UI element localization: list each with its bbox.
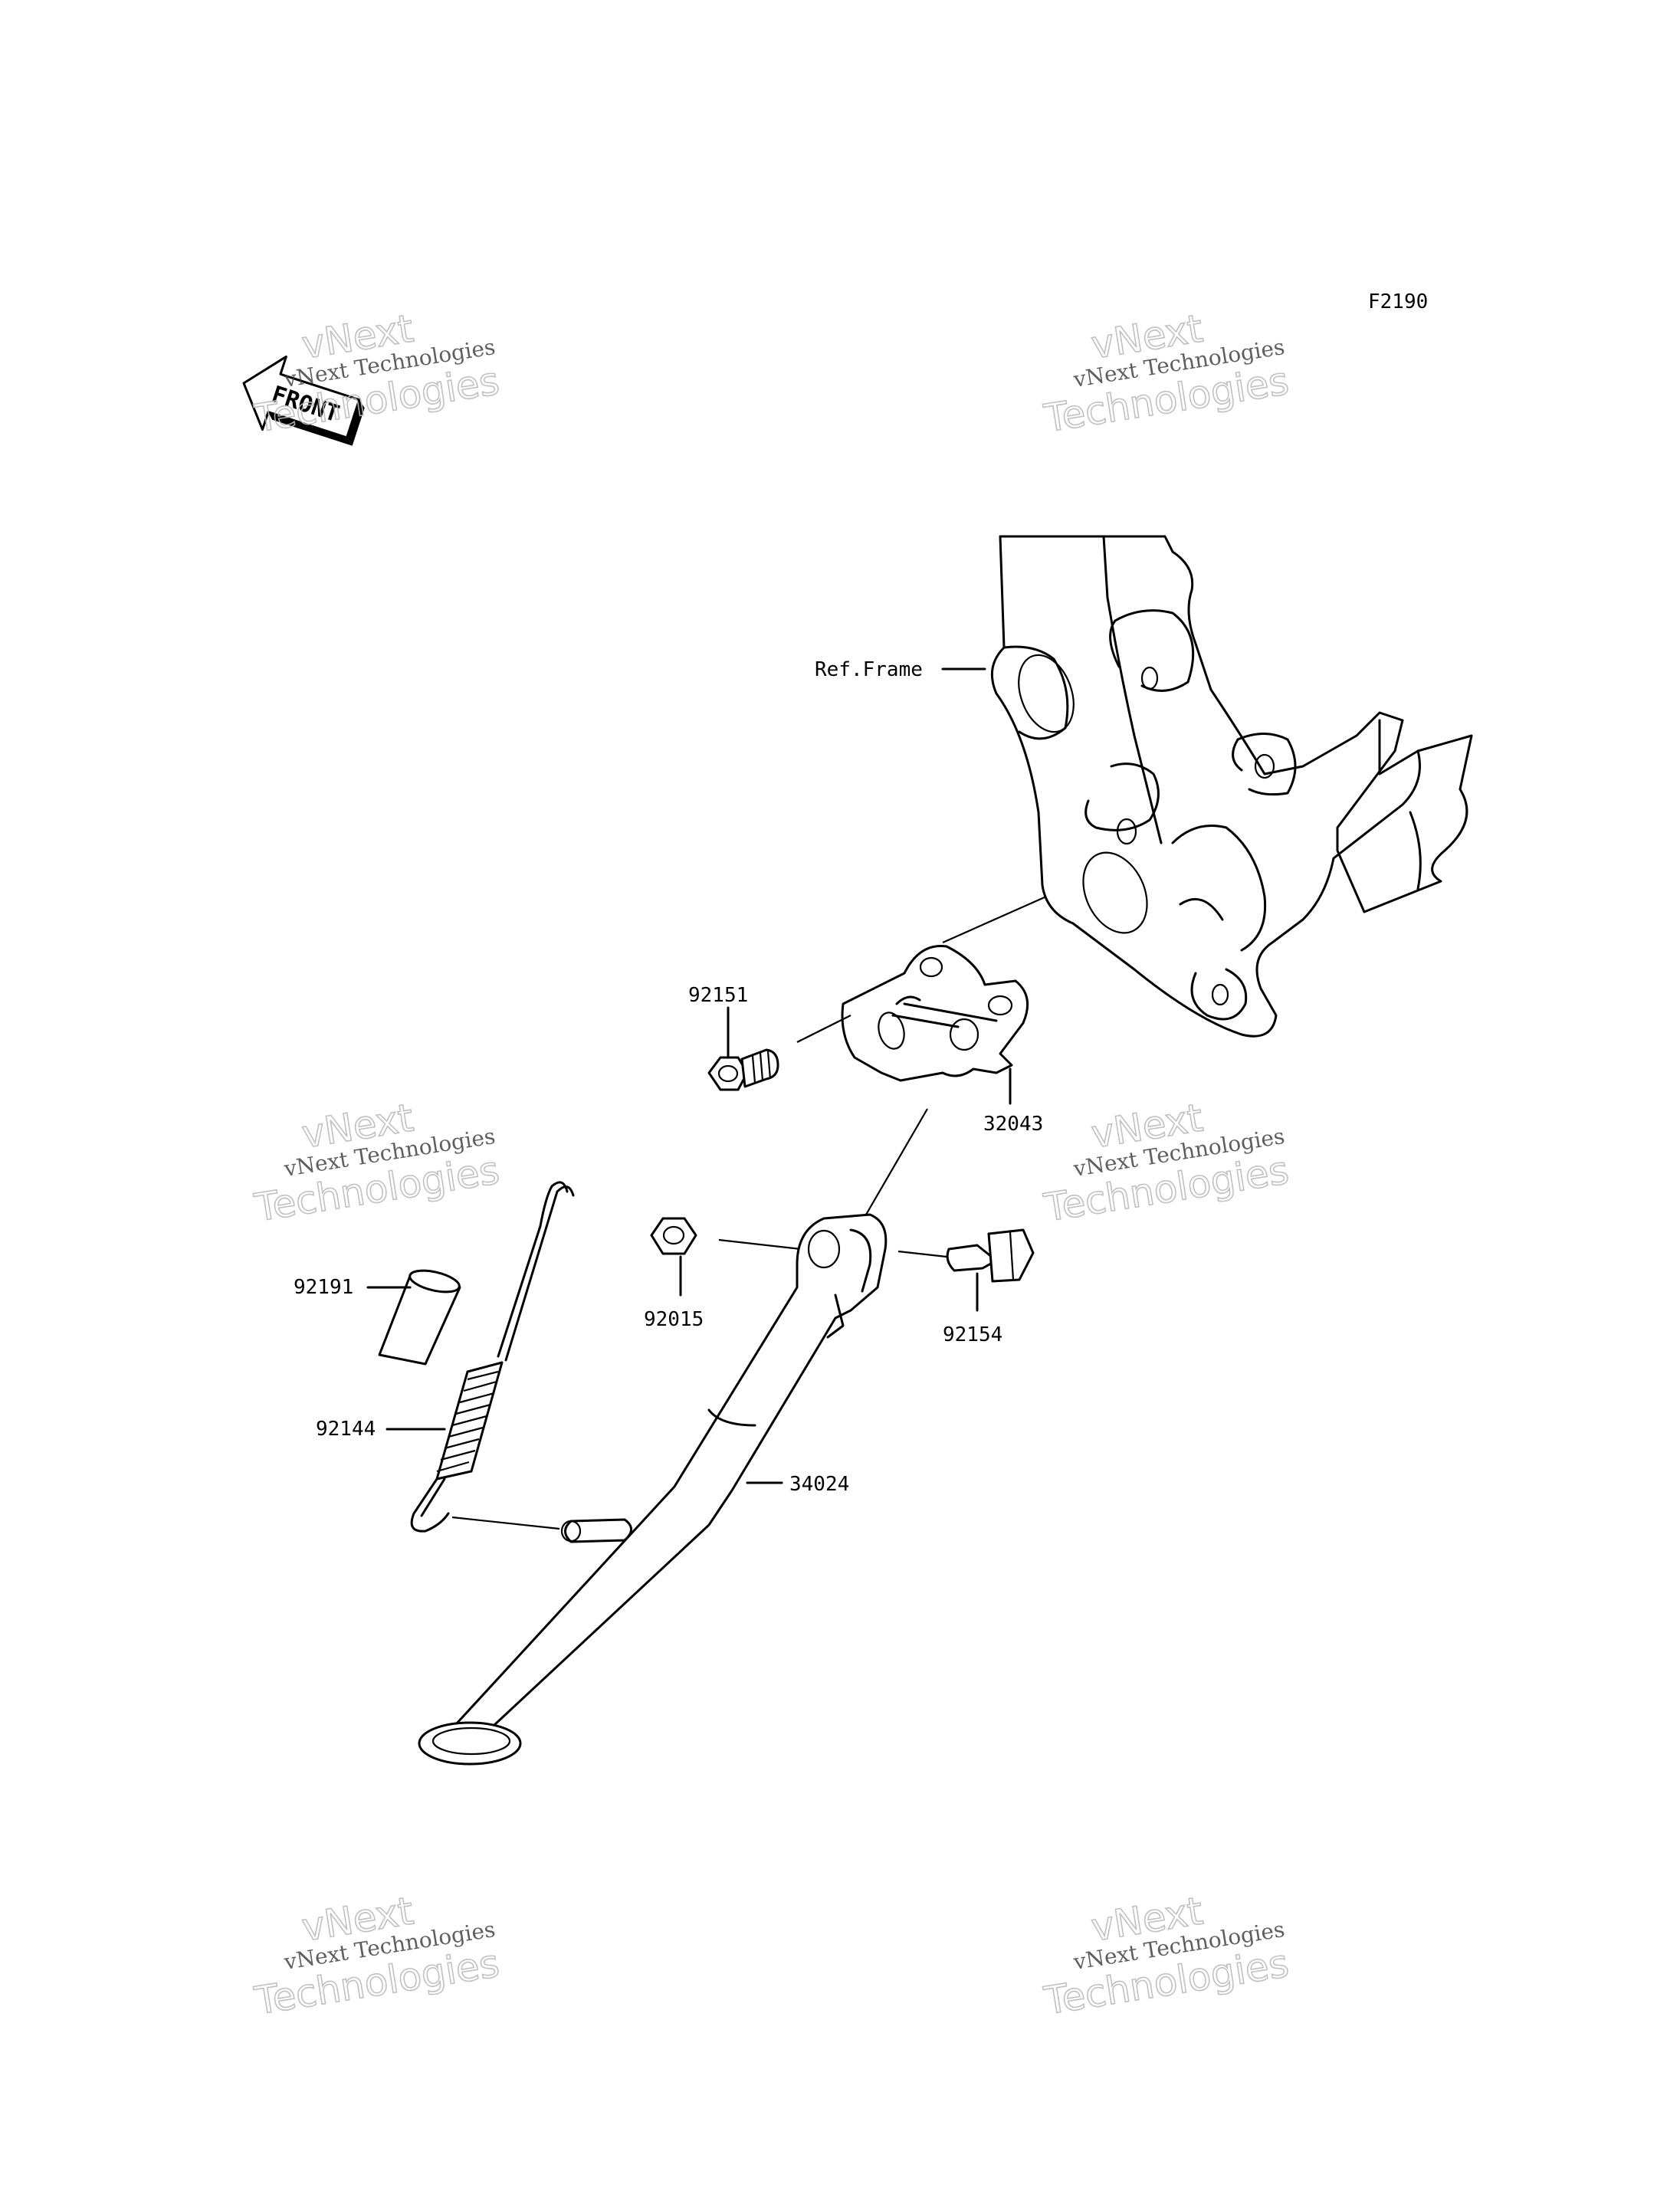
spring-92144 xyxy=(410,1181,575,1533)
bolt-92151 xyxy=(707,1048,779,1091)
pin-guide-line xyxy=(451,1516,560,1530)
spring-pin xyxy=(560,1518,632,1543)
bolt-92154-guide-line xyxy=(897,1250,947,1258)
label-34024: 34024 xyxy=(789,1473,849,1496)
ref-frame-label: Ref.Frame xyxy=(815,658,923,681)
label-92151: 92151 xyxy=(688,984,748,1007)
label-92144: 92144 xyxy=(316,1418,376,1441)
watermark-bottom-right: vNext vNext Technologies Technologies xyxy=(1040,1888,1292,2025)
watermark-bottom-left: vNext vNext Technologies Technologies xyxy=(251,1888,503,2025)
watermark-mid-left: vNext vNext Technologies Technologies xyxy=(251,1095,503,1231)
ref-frame-drawing xyxy=(990,535,1473,1038)
stand-guide-line xyxy=(865,1108,928,1215)
figure-code: F2190 xyxy=(1368,290,1428,313)
label-32043: 32043 xyxy=(983,1113,1043,1136)
nut-92015 xyxy=(650,1217,697,1255)
bracket-guide-line xyxy=(942,895,1047,944)
watermark-top-right: vNext vNext Technologies Technologies xyxy=(1040,306,1292,442)
label-92154: 92154 xyxy=(943,1323,1002,1346)
label-92191: 92191 xyxy=(294,1276,353,1299)
bracket-32043 xyxy=(841,944,1029,1082)
nut-92015-guide-line xyxy=(718,1238,802,1251)
bolt-92154 xyxy=(946,1228,1035,1283)
watermark-mid-right: vNext vNext Technologies Technologies xyxy=(1040,1095,1292,1231)
side-stand-34024 xyxy=(418,1213,888,1766)
bolt-92151-guide-line xyxy=(796,1015,851,1043)
sleeve-92191 xyxy=(378,1269,461,1366)
label-92015: 92015 xyxy=(644,1308,704,1331)
